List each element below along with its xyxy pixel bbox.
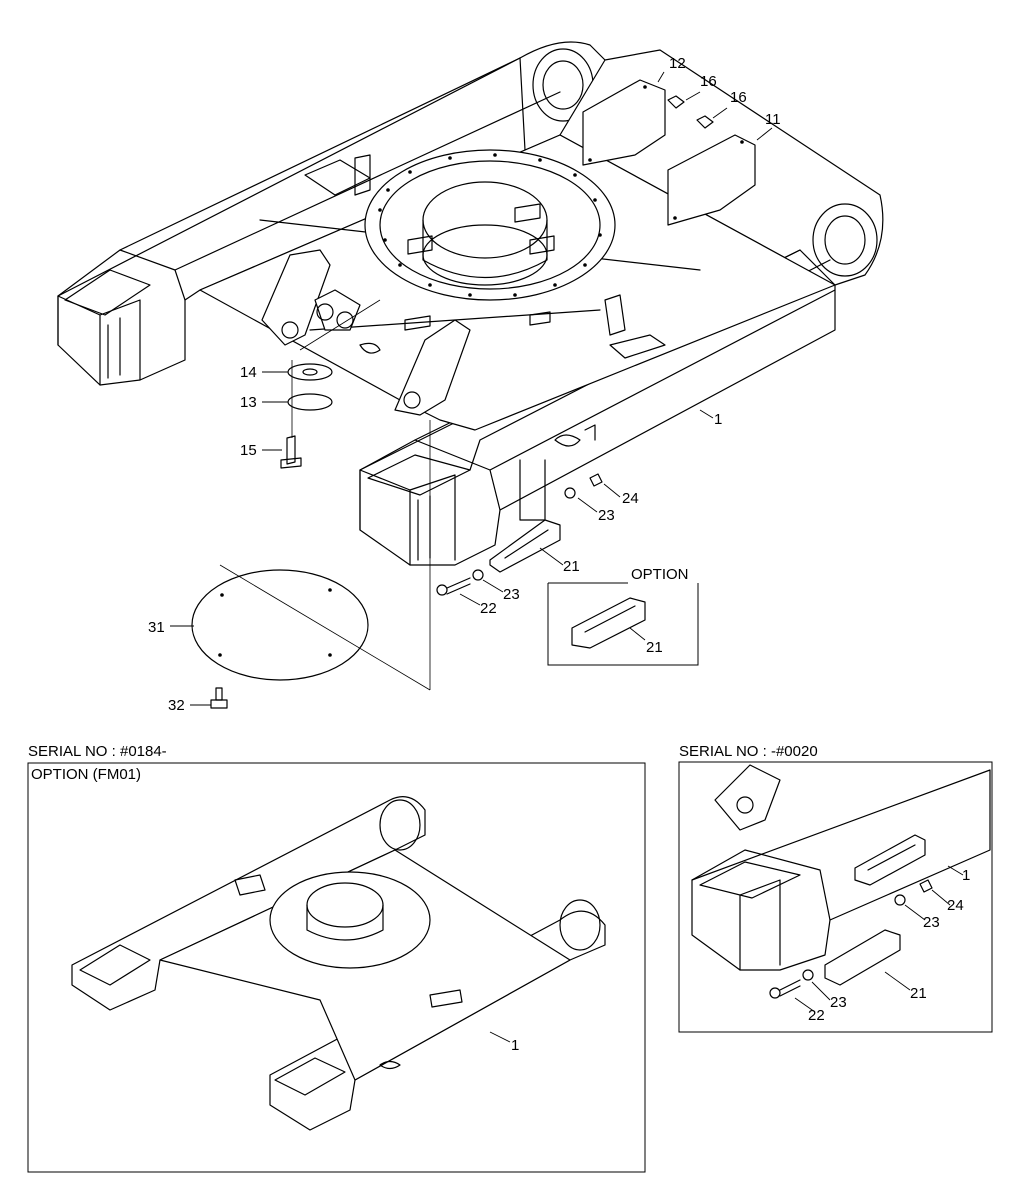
callout-15: 15 [240, 442, 257, 459]
option-callout-21: 21 [646, 639, 663, 656]
serial-left-callout-1: 1 [511, 1037, 519, 1054]
callout-31: 31 [148, 619, 165, 636]
callout-14: 14 [240, 364, 257, 381]
serial-left-subheader: OPTION (FM01) [31, 766, 141, 783]
option-title: OPTION [631, 566, 689, 583]
callout-24: 24 [622, 490, 639, 507]
callout-23-lower: 23 [503, 586, 520, 603]
callout-23-upper: 23 [598, 507, 615, 524]
serial-right-callout-22: 22 [808, 1007, 825, 1024]
serial-right-callout-23-upper: 23 [923, 914, 940, 931]
serial-right-callout-23-lower: 23 [830, 994, 847, 1011]
serial-right-callout-21: 21 [910, 985, 927, 1002]
callout-21: 21 [563, 558, 580, 575]
callout-22: 22 [480, 600, 497, 617]
serial-right-callout-24: 24 [947, 897, 964, 914]
serial-left-panel: SERIAL NO : #0184- OPTION (FM01) 1 [27, 743, 646, 1173]
bearing-bolt-holes [378, 153, 602, 297]
callout-32: 32 [168, 697, 185, 714]
serial-right-callout-1: 1 [962, 867, 970, 884]
serial-left-header: SERIAL NO : #0184- [28, 743, 167, 760]
callout-1: 1 [714, 411, 722, 428]
option-box: 21 OPTION [547, 566, 699, 666]
callout-13: 13 [240, 394, 257, 411]
callout-16-left: 16 [700, 73, 717, 90]
main-callout-leaders [170, 71, 773, 706]
serial-right-panel: SERIAL NO : -#0020 1 24 23 21 23 22 [678, 743, 993, 1033]
callout-11: 11 [765, 111, 781, 128]
serial-right-header: SERIAL NO : -#0020 [679, 743, 818, 760]
callout-12: 12 [669, 55, 686, 72]
callout-16-right: 16 [730, 89, 747, 106]
main-frame-drawing [57, 41, 884, 709]
